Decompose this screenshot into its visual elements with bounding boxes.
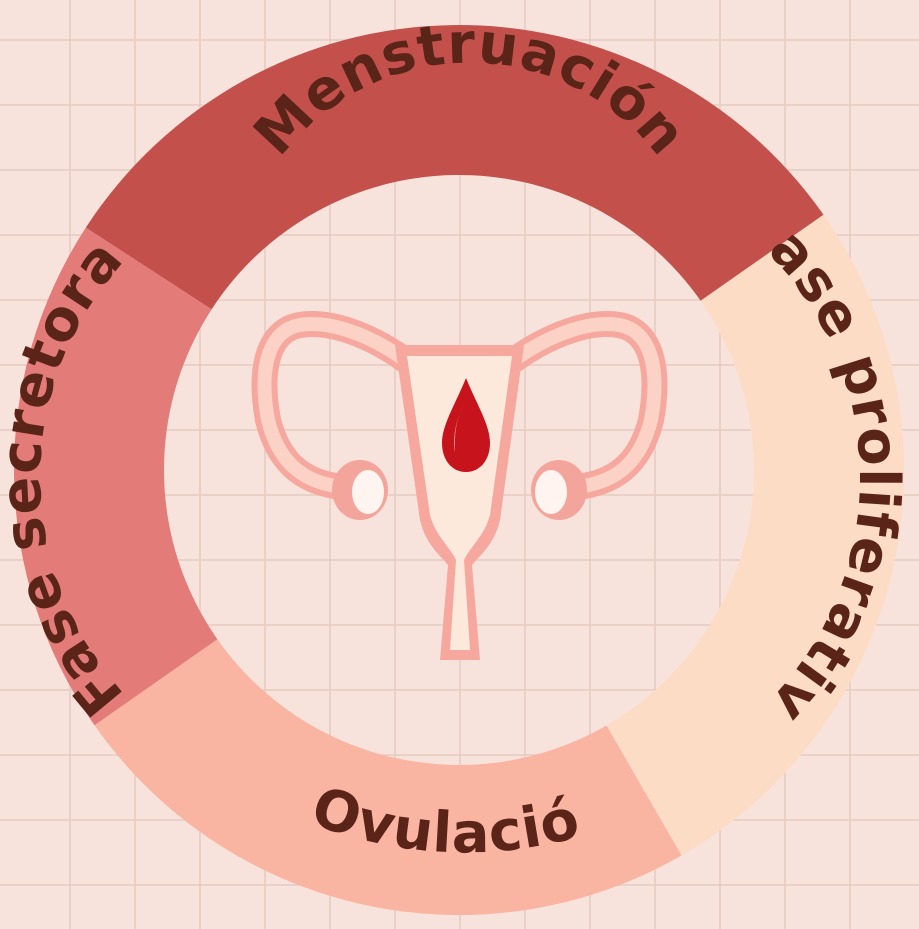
uterus-icon [265, 324, 655, 660]
segment-ovulacion [94, 639, 681, 915]
